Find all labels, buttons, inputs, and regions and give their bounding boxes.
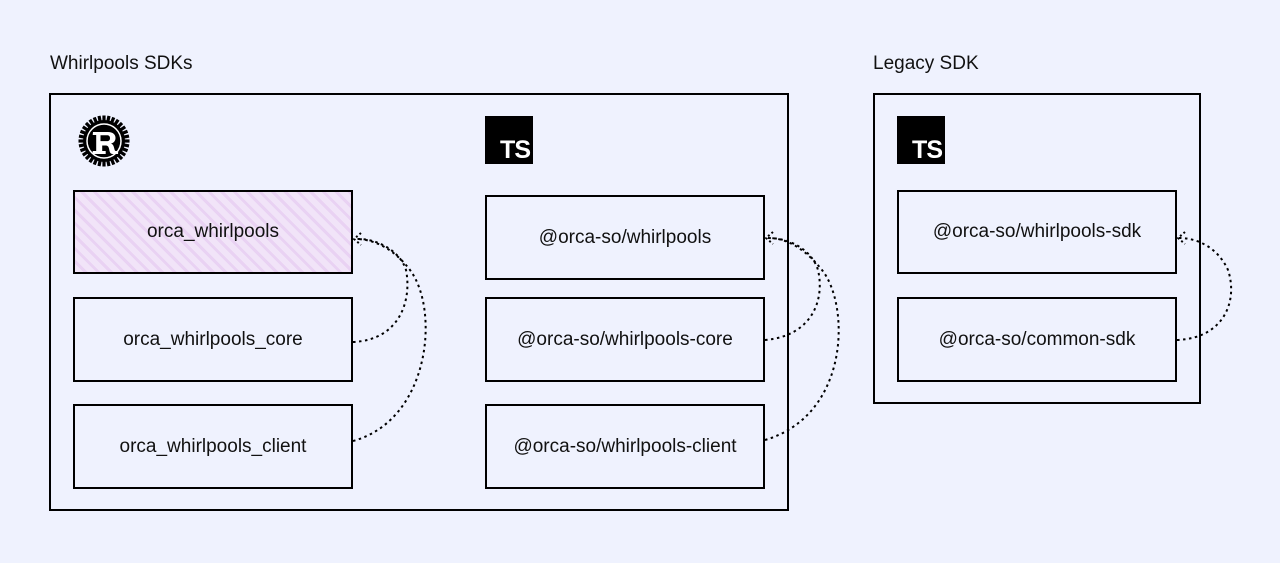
package-orca-so-whirlpools-sdk: @orca-so/whirlpools-sdk [897, 190, 1177, 274]
package-orca-so-whirlpools: @orca-so/whirlpools [485, 195, 765, 280]
rust-logo-icon [78, 115, 130, 167]
package-orca-whirlpools-core: orca_whirlpools_core [73, 297, 353, 382]
package-orca-whirlpools: orca_whirlpools [73, 190, 353, 274]
package-orca-so-common-sdk: @orca-so/common-sdk [897, 297, 1177, 382]
legacy-sdk-title: Legacy SDK [873, 53, 979, 74]
typescript-logo-icon: TS [485, 116, 533, 164]
package-orca-whirlpools-client: orca_whirlpools_client [73, 404, 353, 489]
package-orca-so-whirlpools-core: @orca-so/whirlpools-core [485, 297, 765, 382]
typescript-logo-icon: TS [897, 116, 945, 164]
whirlpools-sdks-title: Whirlpools SDKs [50, 53, 193, 74]
package-orca-so-whirlpools-client: @orca-so/whirlpools-client [485, 404, 765, 489]
